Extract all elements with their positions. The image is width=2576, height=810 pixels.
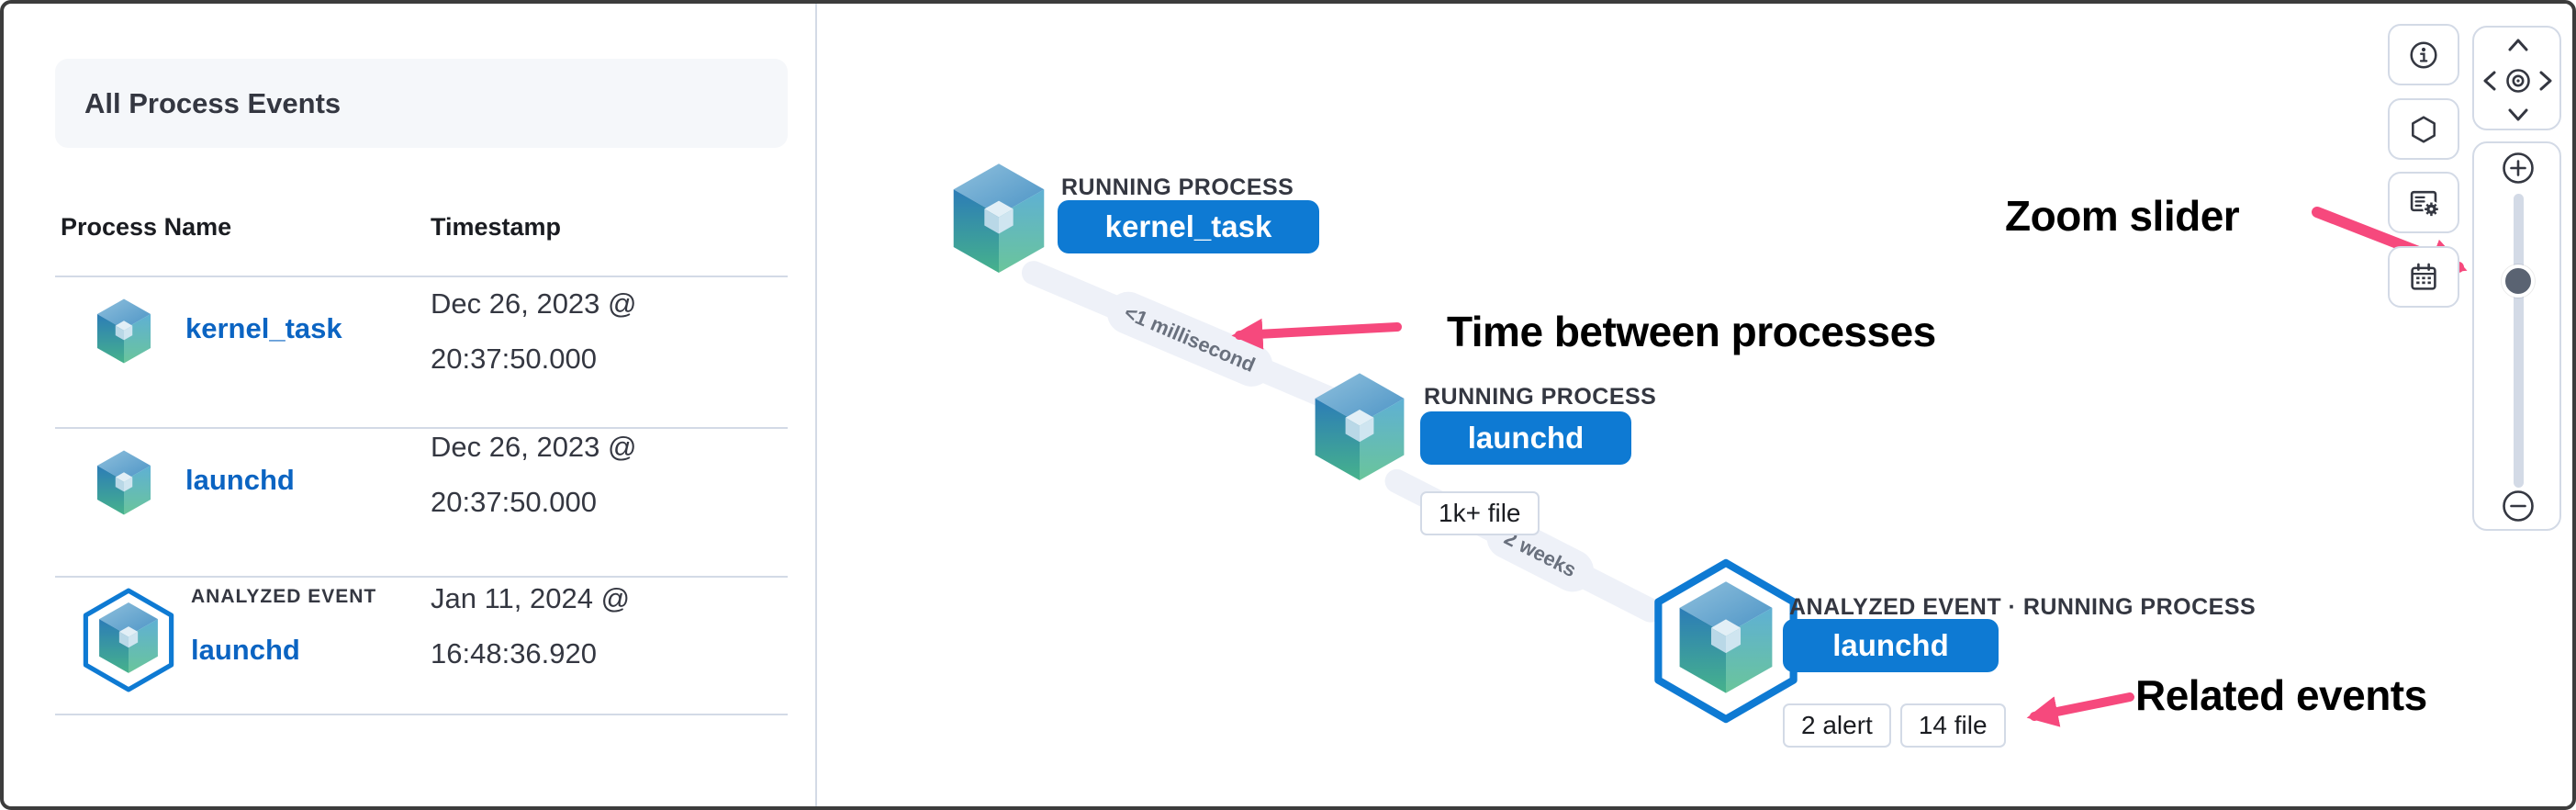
panel-divider [815,4,817,806]
timestamp-cell: Jan 11, 2024 @ 16:48:36.920 [431,571,734,681]
hexagon-icon [2412,115,2436,143]
process-name-link[interactable]: kernel_task [185,312,342,344]
node-legend-icon [2410,190,2440,218]
table-row: kernel_task Dec 26, 2023 @ 20:37:50.000 [4,276,815,429]
process-cube-icon [96,298,151,364]
column-header-process-name: Process Name [61,213,232,241]
timestamp-date: Dec 26, 2023 @ [431,287,637,320]
edge-duration-label: <1 millisecond [1100,285,1280,393]
table-row: ANALYZED EVENT launchd Jan 11, 2024 @ 16… [4,578,815,715]
table-divider [55,276,788,277]
related-events-arrow [2026,692,2134,727]
column-header-timestamp: Timestamp [431,213,562,241]
timestamp-time: 16:48:36.920 [431,637,598,669]
pan-up-icon [2508,39,2528,51]
timestamp-cell: Dec 26, 2023 @ 20:37:50.000 [431,276,734,387]
time-between-arrow [1231,318,1402,350]
process-cube-icon[interactable] [947,162,1050,281]
camera-center-icon [2506,69,2530,93]
pan-right-icon [2539,71,2552,91]
pan-right-button[interactable] [2536,68,2556,94]
node-type-label: RUNNING PROCESS [1424,384,1657,410]
info-button[interactable] [2388,24,2459,85]
schema-button[interactable] [2388,98,2459,160]
related-events-badges: 2 alert 14 file [1783,703,2006,748]
related-events-badge[interactable]: 2 alert [1783,703,1891,748]
timestamp-date: Dec 26, 2023 @ [431,431,637,463]
pan-left-button[interactable] [2480,68,2500,94]
zoom-controls [2472,141,2561,531]
table-row: launchd Dec 26, 2023 @ 20:37:50.000 [4,429,815,578]
annotation-time-between: Time between processes [1447,308,1936,355]
pan-down-button[interactable] [2505,105,2531,125]
analyzed-event-label: ANALYZED EVENT [191,586,377,607]
process-cube-icon [96,450,151,515]
related-events-badge[interactable]: 14 file [1899,703,2006,748]
zoom-in-icon [2503,152,2534,184]
panel-title: All Process Events [84,86,342,119]
zoom-out-button[interactable] [2499,487,2537,525]
timestamp-time: 20:37:50.000 [431,486,598,518]
node-type-label: ANALYZED EVENT · RUNNING PROCESS [1789,594,2257,620]
process-name-link[interactable]: launchd [185,464,295,496]
process-cube-icon[interactable] [1309,371,1410,489]
analyzed-event-hexagon-icon [81,588,176,692]
date-picker-button[interactable] [2388,246,2459,308]
node-legend-button[interactable] [2388,172,2459,233]
timestamp-date: Jan 11, 2024 @ [431,582,631,614]
info-icon [2410,40,2437,69]
process-node-button[interactable]: launchd [1783,619,1999,672]
timestamp-time: 20:37:50.000 [431,343,598,375]
process-name-link[interactable]: launchd [191,634,300,666]
table-divider [55,576,788,578]
center-camera-button[interactable] [2503,66,2533,96]
zoom-out-icon [2503,490,2534,522]
process-node-button[interactable]: kernel_task [1058,200,1319,253]
pan-controls [2472,26,2561,130]
related-events-badges: 1k+ file [1420,491,1540,535]
table-divider [55,714,788,715]
process-node-button[interactable]: launchd [1420,411,1631,465]
timestamp-cell: Dec 26, 2023 @ 20:37:50.000 [431,420,734,530]
zoom-slider-track[interactable] [2514,194,2524,488]
node-type-label: RUNNING PROCESS [1061,174,1294,200]
pan-left-icon [2483,71,2496,91]
pan-up-button[interactable] [2505,35,2531,55]
calendar-icon [2411,263,2436,290]
table-divider [55,427,788,429]
panel-title-box: All Process Events [55,59,788,148]
annotation-related-events: Related events [2135,671,2427,719]
zoom-in-button[interactable] [2499,149,2537,187]
process-edge: 2 weeks [1381,465,1667,627]
analyzed-event-hexagon-icon[interactable] [1651,558,1801,724]
pan-down-icon [2508,108,2528,121]
related-events-badge[interactable]: 1k+ file [1420,491,1540,535]
annotation-zoom-slider: Zoom slider [2005,192,2240,240]
zoom-slider-thumb[interactable] [2502,264,2535,298]
